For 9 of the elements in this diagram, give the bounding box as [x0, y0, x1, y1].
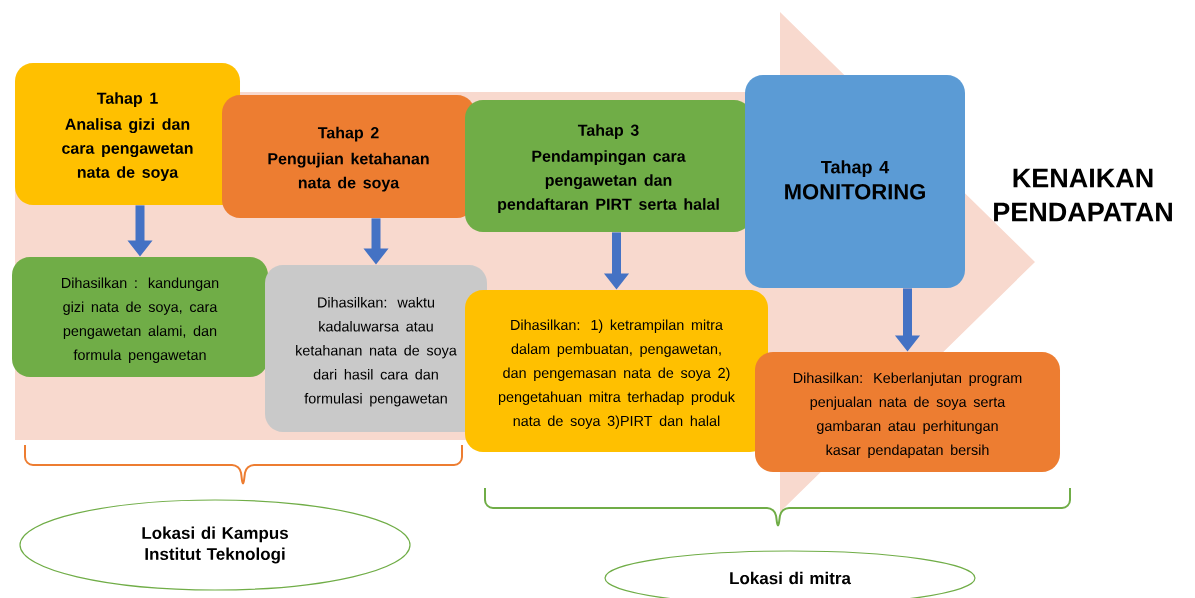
outcome-label: KENAIKAN PENDAPATAN [994, 168, 1172, 222]
stage-box: Tahap 3 Pendampingan cara pengawetan dan pendaftaran PIRT serta halal [465, 100, 752, 232]
result-box: Dihasilkan: 1) ketrampilan mitra dalam pembuatan, pengawetan, dan pengemasan nata de soya 2) pengetahuan mitra terhadap produk nata de soya 3)PIRT dan halal [465, 290, 768, 452]
stage-box: Tahap 4 MONITORING [745, 75, 965, 288]
result-box: Dihasilkan : kandungan gizi nata de soya, cara pengawetan alami, dan formula pengawetan [12, 257, 268, 377]
result-box: Dihasilkan: waktu kadaluwarsa atau ketahanan nata de soya dari hasil cara dan formulasi pengawetan [265, 265, 487, 432]
stage-box: Tahap 2 Pengujian ketahanan nata de soya [222, 95, 475, 218]
result-box: Dihasilkan: Keberlanjutan program penjualan nata de soya serta gambaran atau perhitungan kasar pendapatan bersih [755, 352, 1060, 472]
stage-box: Tahap 1 Analisa gizi dan cara pengawetan nata de soya [15, 63, 240, 205]
